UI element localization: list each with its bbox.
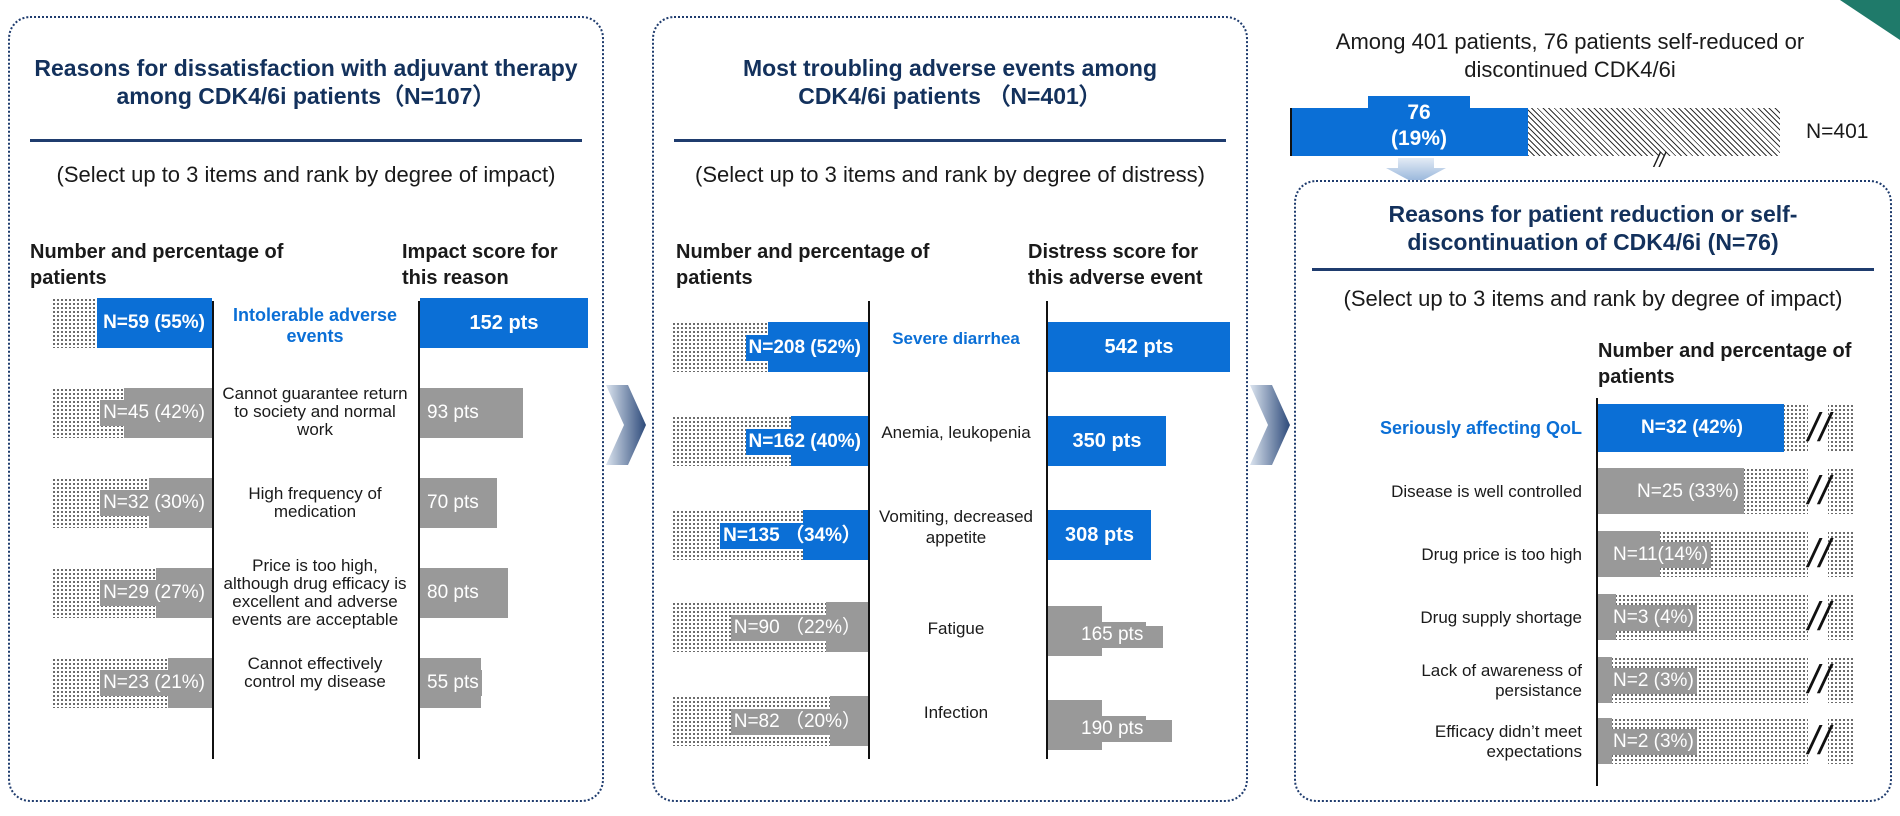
summary-break-mark: // [1654,150,1666,172]
category-label-2: Vomiting, decreased appetite [878,507,1034,547]
panel2-instruction: (Select up to 3 items and rank by degree… [695,162,1205,187]
panel1-right-axis [418,301,420,759]
break-mark-3: // [1808,592,1830,642]
panel3-title: Reasons for patient reduction or self-di… [1388,201,1798,255]
count-label-2: N=32 (30%) [100,490,208,516]
score-bar-1: 350 pts [1048,416,1166,466]
score-label-3: 80 pts [424,580,482,606]
category-label-5: Efficacy didn’t meet expectations [1434,722,1582,761]
count-bar-background-0 [52,298,97,348]
score-bar-0: 152 pts [420,298,588,348]
panel2-left-header: Number and percentage of patients [676,241,930,289]
panel1-title: Reasons for dissatisfaction with adjuvan… [34,55,578,109]
category-label-3: Drug supply shortage [1420,608,1582,627]
score-bar-0: 542 pts [1048,322,1230,372]
count-label-3: N=3 (4%) [1610,605,1697,631]
flow-arrow-2 [1250,385,1290,465]
panel-discontinuation: Reasons for patient reduction or self-di… [1294,180,1892,802]
summary-bar-pct: (19%) [1390,127,1448,150]
panel2-rule [674,139,1226,142]
count-label-5: N=2 (3%) [1610,729,1697,755]
category-label-1: Disease is well controlled [1391,482,1582,501]
count-label-3: N=90 （22%） [730,615,864,641]
score-label-4: 55 pts [424,670,482,696]
score-label-3: 165 pts [1078,622,1147,648]
panel2-left-axis [868,301,870,759]
count-label-1: N=162 (40%) [745,429,864,455]
count-label-4: N=23 (21%) [100,670,208,696]
summary-bar-label-box: 76 (19%) [1368,96,1470,156]
panel2-title: Most troubling adverse events among CDK4… [742,55,1158,109]
summary-bar-frame [1290,108,1292,156]
category-label-4: Lack of awareness of persistance [1421,661,1582,700]
count-label-0: N=32 (42%) [1638,415,1746,441]
count-label-0: N=59 (55%) [100,310,208,336]
category-label-2: High frequency of medication [248,484,382,521]
score-label-1: 93 pts [424,400,482,426]
score-bar-2: 308 pts [1048,510,1151,560]
break-mark-5: // [1808,716,1830,766]
count-label-4: N=2 (3%) [1610,668,1697,694]
break-mark-2: // [1808,529,1830,579]
panel2-right-header: Distress score for this adverse event [1028,241,1203,289]
summary-total-label: N=401 [1806,120,1869,143]
category-label-4: Infection [923,703,989,722]
category-label-3: Fatigue [927,619,985,638]
panel3-instruction: (Select up to 3 items and rank by degree… [1343,286,1843,311]
flow-arrow-1 [606,385,646,465]
panel1-instruction: (Select up to 3 items and rank by degree… [56,162,556,187]
count-label-0: N=208 (52%) [745,335,864,361]
count-bar-5 [1598,718,1612,764]
count-label-4: N=82 （20%） [730,709,864,735]
break-mark-4: // [1808,655,1830,705]
panel-dissatisfaction: Reasons for dissatisfaction with adjuvan… [8,16,604,802]
category-label-4: Cannot effectively control my disease [244,654,386,691]
category-label-3: Price is too high, although drug efficac… [223,556,407,629]
break-mark-0: // [1808,402,1830,454]
panel-adverse-events: Most troubling adverse events among CDK4… [652,16,1248,802]
panel3-rule [1312,268,1874,271]
panel3-axis [1596,398,1598,786]
category-label-2: Drug price is too high [1421,545,1582,564]
count-label-1: N=25 (33%) [1634,479,1742,505]
count-label-3: N=29 (27%) [100,580,208,606]
break-mark-1: // [1808,466,1830,516]
corner-decoration [1840,0,1900,40]
panel2-right-axis [1046,301,1048,759]
score-label-4: 190 pts [1078,716,1147,742]
count-label-2: N=11(14%) [1610,542,1712,568]
category-label-0: Seriously affecting QoL [1379,418,1582,438]
panel1-left-axis [212,301,214,759]
panel1-rule [30,139,582,142]
summary-bar: 76 (19%) N=401 // [1290,96,1868,172]
category-label-1: Anemia, leukopenia [881,423,1031,442]
category-label-1: Cannot guarantee return to society and n… [222,384,408,439]
summary-down-arrow [1386,158,1446,184]
count-label-1: N=45 (42%) [100,400,208,426]
category-label-0: Intolerable adverse events [232,305,398,346]
summary-bar-rest [1528,108,1780,156]
count-bar-4 [1598,657,1612,703]
category-label-0: Severe diarrhea [892,329,1020,348]
panel1-left-header: Number and percentage of patients [30,241,284,289]
score-label-2: 70 pts [424,490,482,516]
count-label-2: N=135 （34%） [720,523,864,549]
summary-bar-n: 76 [1407,101,1431,124]
panel1-right-header: Impact score for this reason [402,241,558,289]
summary-text: Among 401 patients, 76 patients self-red… [1335,29,1805,82]
panel3-header: Number and percentage of patients [1598,340,1852,388]
